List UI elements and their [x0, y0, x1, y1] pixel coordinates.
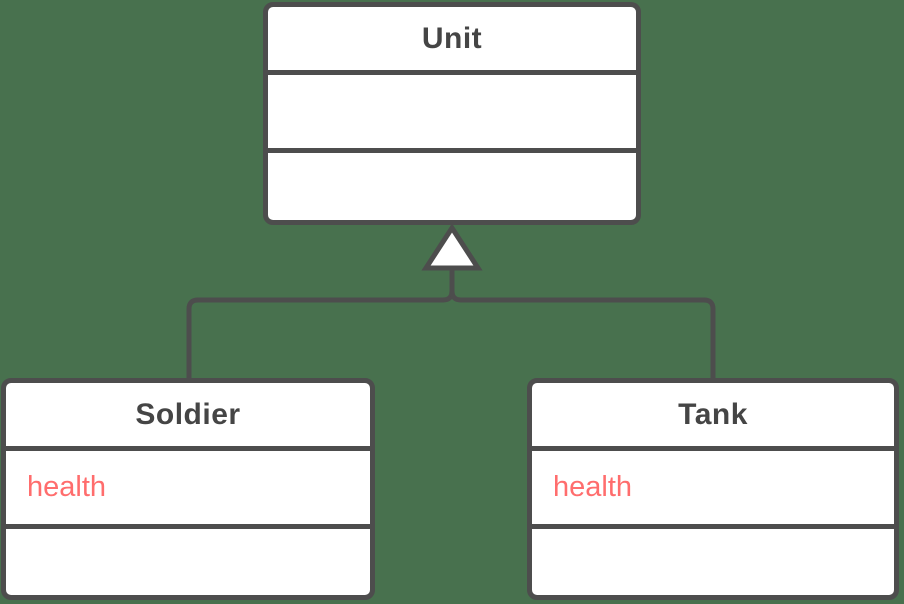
class-name-tank: Tank — [532, 383, 894, 451]
class-name-soldier: Soldier — [6, 383, 370, 451]
attributes-section-unit — [268, 75, 636, 153]
class-box-tank[interactable]: Tank health — [527, 378, 899, 600]
class-box-soldier[interactable]: Soldier health — [1, 378, 375, 600]
attribute-health-soldier: health — [27, 471, 107, 503]
methods-section-unit — [268, 153, 636, 220]
class-name-unit: Unit — [268, 7, 636, 75]
attribute-health-tank: health — [553, 471, 633, 503]
methods-section-soldier — [6, 529, 370, 595]
attributes-section-soldier: health — [6, 451, 370, 529]
connector-soldier-to-unit[interactable] — [186, 264, 455, 380]
connector-tank-to-unit[interactable] — [449, 264, 716, 380]
methods-section-tank — [532, 529, 894, 595]
inheritance-arrowhead-icon[interactable] — [421, 223, 483, 271]
class-box-unit[interactable]: Unit — [263, 2, 641, 225]
attributes-section-tank: health — [532, 451, 894, 529]
